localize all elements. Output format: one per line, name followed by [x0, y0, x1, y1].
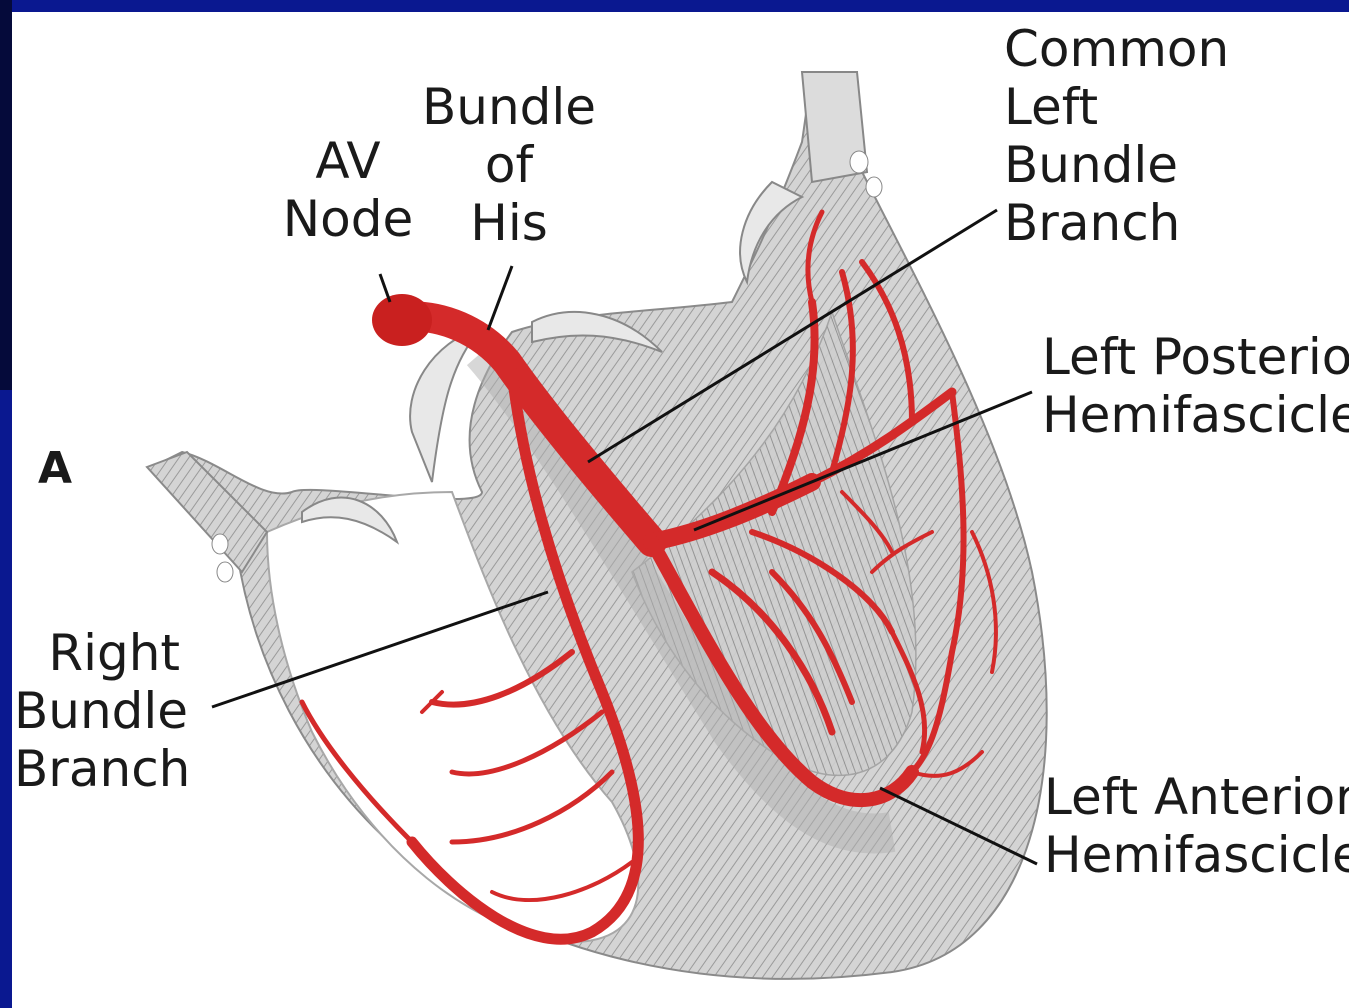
leader-av-node — [380, 274, 390, 302]
label-common-line3: Bundle — [1004, 136, 1229, 194]
label-bundle-of-his: Bundle of His — [414, 78, 604, 252]
label-left-posterior-line1: Left Posterior — [1042, 328, 1349, 386]
diagram-panel: A AV Node Bundle of His Common Left Bund… — [12, 12, 1349, 1008]
label-common-line1: Common — [1004, 20, 1229, 78]
label-left-anterior-line1: Left Anterior — [1044, 768, 1349, 826]
label-right-bundle-line3: Branch — [14, 740, 180, 798]
label-right-bundle-line1: Right — [14, 624, 180, 682]
label-left-anterior-line2: Hemifascicle — [1044, 826, 1349, 884]
label-bundle-of-his-line1: Bundle — [414, 78, 604, 136]
label-av-node: AV Node — [268, 132, 428, 248]
label-left-posterior-hemifascicle: Left Posterior Hemifascicle — [1042, 328, 1349, 444]
label-av-node-line1: AV — [268, 132, 428, 190]
label-common-line4: Branch — [1004, 194, 1229, 252]
label-common-left-bundle-branch: Common Left Bundle Branch — [1004, 20, 1229, 252]
panel-letter: A — [38, 440, 72, 498]
label-av-node-line2: Node — [268, 190, 428, 248]
label-bundle-of-his-line3: His — [414, 194, 604, 252]
label-left-posterior-line2: Hemifascicle — [1042, 386, 1349, 444]
av-node — [372, 294, 432, 346]
label-right-bundle-line2: Bundle — [14, 682, 180, 740]
label-right-bundle-branch: Right Bundle Branch — [14, 624, 180, 798]
label-bundle-of-his-line2: of — [414, 136, 604, 194]
label-left-anterior-hemifascicle: Left Anterior Hemifascicle — [1044, 768, 1349, 884]
leader-bundle-his — [488, 266, 512, 330]
label-common-line2: Left — [1004, 78, 1229, 136]
dark-corner — [0, 0, 12, 390]
